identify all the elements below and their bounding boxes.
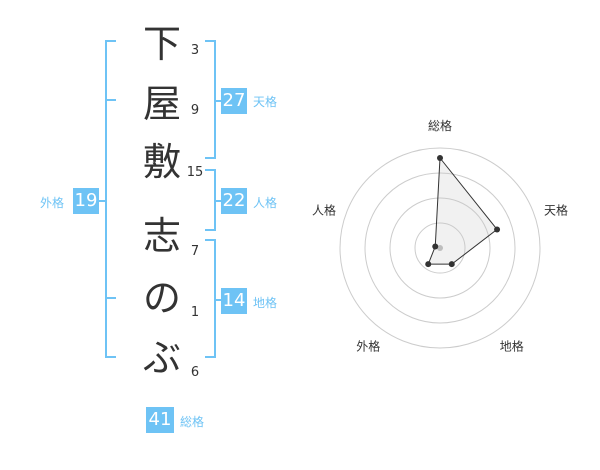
radar-ring [364, 172, 516, 324]
chikaku-bracket [205, 239, 216, 358]
gaikaku-value-badge: 19 [73, 188, 99, 214]
radar-ring [339, 147, 541, 349]
radar-point-3 [448, 261, 455, 268]
stroke-count-6: 6 [190, 365, 200, 380]
radar-axis-label-1: 総格 [428, 118, 452, 133]
name-char-5: の [142, 276, 181, 320]
jinkaku-label: 人格 [253, 196, 278, 210]
gaikaku-label: 外格 [40, 196, 65, 210]
gaikaku-bracket [105, 40, 116, 358]
radar-point-5 [432, 243, 439, 250]
radar-axis-label-2: 天格 [544, 202, 568, 217]
soukaku-value-badge: 41 [146, 407, 174, 433]
name-char-1: 下 [142, 22, 181, 66]
radar-point-4 [425, 261, 432, 268]
radar-ring [414, 222, 466, 274]
radar-axis-label-4: 外格 [356, 339, 380, 354]
radar-axis-label-3: 地格 [500, 339, 524, 354]
chikaku-label: 地格 [253, 296, 278, 310]
tenkaku-value-badge: 27 [221, 88, 247, 114]
tenkaku-bracket [205, 40, 216, 159]
radar-center-dot [437, 245, 443, 251]
radar-point-2 [494, 226, 501, 233]
radar-point-1 [437, 155, 443, 161]
soukaku-label: 総格 [180, 415, 205, 429]
jinkaku-value-badge: 22 [221, 188, 247, 214]
name-char-2: 屋 [142, 82, 181, 126]
chikaku-value-badge: 14 [221, 288, 247, 314]
radar-polygon [427, 156, 498, 265]
radar-axis-label-5: 人格 [312, 202, 336, 217]
stroke-count-2: 9 [190, 103, 200, 118]
stroke-count-4: 7 [190, 244, 200, 259]
name-char-3: 敷 [142, 140, 181, 184]
tenkaku-label: 天格 [253, 95, 278, 109]
stroke-count-3: 15 [186, 165, 204, 180]
name-char-6: ぶ [142, 336, 181, 380]
stroke-count-1: 3 [190, 43, 200, 58]
name-char-4: 志 [142, 214, 181, 258]
stroke-count-5: 1 [190, 305, 200, 320]
radar-ring [389, 197, 491, 299]
